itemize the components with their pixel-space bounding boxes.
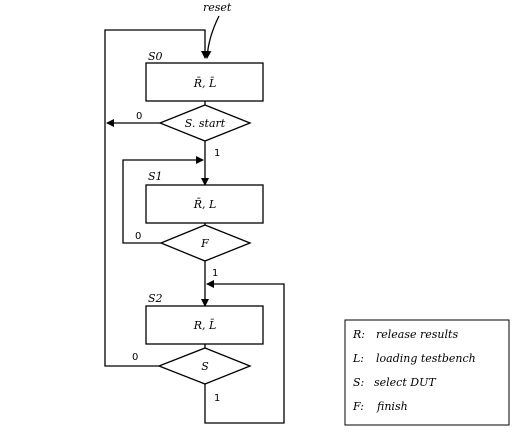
state-s2-box bbox=[145, 305, 264, 345]
legend-text-s: select DUT bbox=[374, 376, 437, 389]
state-s0-name: S0 bbox=[148, 50, 163, 63]
legend-key-l: L: bbox=[352, 352, 364, 365]
f-false-loop-wire bbox=[122, 156, 204, 244]
s-true-loop-wire bbox=[204, 280, 285, 424]
s-false-loop-wire bbox=[104, 29, 209, 367]
s-true-label: 1 bbox=[214, 393, 220, 404]
legend-key-f: F: bbox=[352, 400, 364, 413]
state-s2-content: R, L̄ bbox=[193, 319, 217, 332]
f-true-label: 1 bbox=[212, 268, 218, 279]
decision-f-condition: F bbox=[200, 237, 209, 250]
legend-text-r: release results bbox=[376, 328, 458, 341]
reset-arrow bbox=[203, 15, 220, 59]
decision-start-condition: S. start bbox=[185, 117, 226, 130]
state-s2-name: S2 bbox=[148, 292, 163, 305]
legend-key-r: R: bbox=[352, 328, 365, 341]
decision-s-condition: S bbox=[201, 360, 209, 373]
legend-text-f: finish bbox=[376, 400, 408, 413]
start-false-label: 0 bbox=[136, 111, 142, 122]
legend-key-s: S: bbox=[353, 376, 364, 389]
state-s0-content: R̄, L̄ bbox=[193, 77, 217, 90]
reset-label: reset bbox=[203, 1, 232, 14]
state-s1-content: R̄, L bbox=[193, 198, 217, 211]
state-s1-name: S1 bbox=[148, 170, 163, 183]
f-false-label: 0 bbox=[135, 231, 141, 242]
decision-s-diamond bbox=[157, 347, 252, 385]
state-s1-box bbox=[145, 184, 264, 224]
s-false-label: 0 bbox=[132, 352, 138, 363]
start-true-label: 1 bbox=[214, 148, 220, 159]
legend-text-l: loading testbench bbox=[376, 352, 476, 365]
legend-box bbox=[344, 319, 510, 426]
